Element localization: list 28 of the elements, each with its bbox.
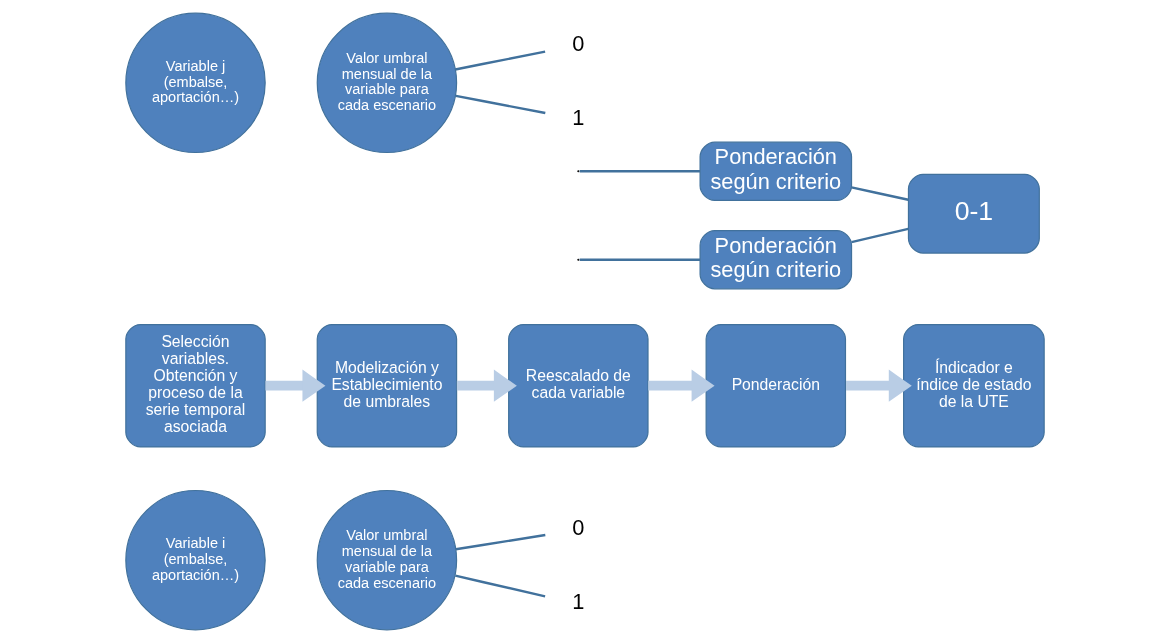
node-box: 0-1 bbox=[907, 173, 1040, 254]
node-text: 1 bbox=[571, 589, 584, 615]
connector bbox=[579, 170, 700, 173]
arrow bbox=[265, 369, 325, 402]
node-circle: Valor umbral mensual de la variable para cada escenario bbox=[316, 489, 457, 631]
node-box: Reescalado de cada variable bbox=[507, 323, 649, 448]
node-box: Ponderación según criterio bbox=[699, 141, 852, 201]
arrow bbox=[845, 369, 912, 402]
node-box: Modelización y Establecimiento de umbrales bbox=[316, 323, 457, 448]
node-box: Ponderación según criterio bbox=[699, 230, 852, 290]
connector bbox=[454, 574, 545, 598]
arrow bbox=[647, 369, 715, 402]
connector bbox=[454, 50, 545, 71]
node-text: 0 bbox=[571, 515, 584, 541]
node-box: Ponderación bbox=[705, 323, 846, 448]
connector bbox=[850, 227, 909, 244]
arrow bbox=[456, 369, 517, 402]
node-box: Selección variables. Obtención y proceso de la serie temporal asociada bbox=[124, 323, 266, 448]
node-circle: Valor umbral mensual de la variable para cada escenario bbox=[316, 12, 457, 154]
connector bbox=[455, 94, 546, 115]
node-text: 1 bbox=[571, 104, 584, 130]
node-circle: Variable j (embalse, aportación…) bbox=[124, 12, 266, 154]
node-text: 0 bbox=[571, 30, 584, 56]
connector bbox=[850, 186, 908, 201]
node-box: Índicador e índice de estado de la UTE bbox=[902, 323, 1045, 448]
connector bbox=[579, 258, 700, 261]
connector bbox=[455, 533, 545, 551]
node-circle: Variable i (embalse, aportación…) bbox=[124, 489, 266, 631]
